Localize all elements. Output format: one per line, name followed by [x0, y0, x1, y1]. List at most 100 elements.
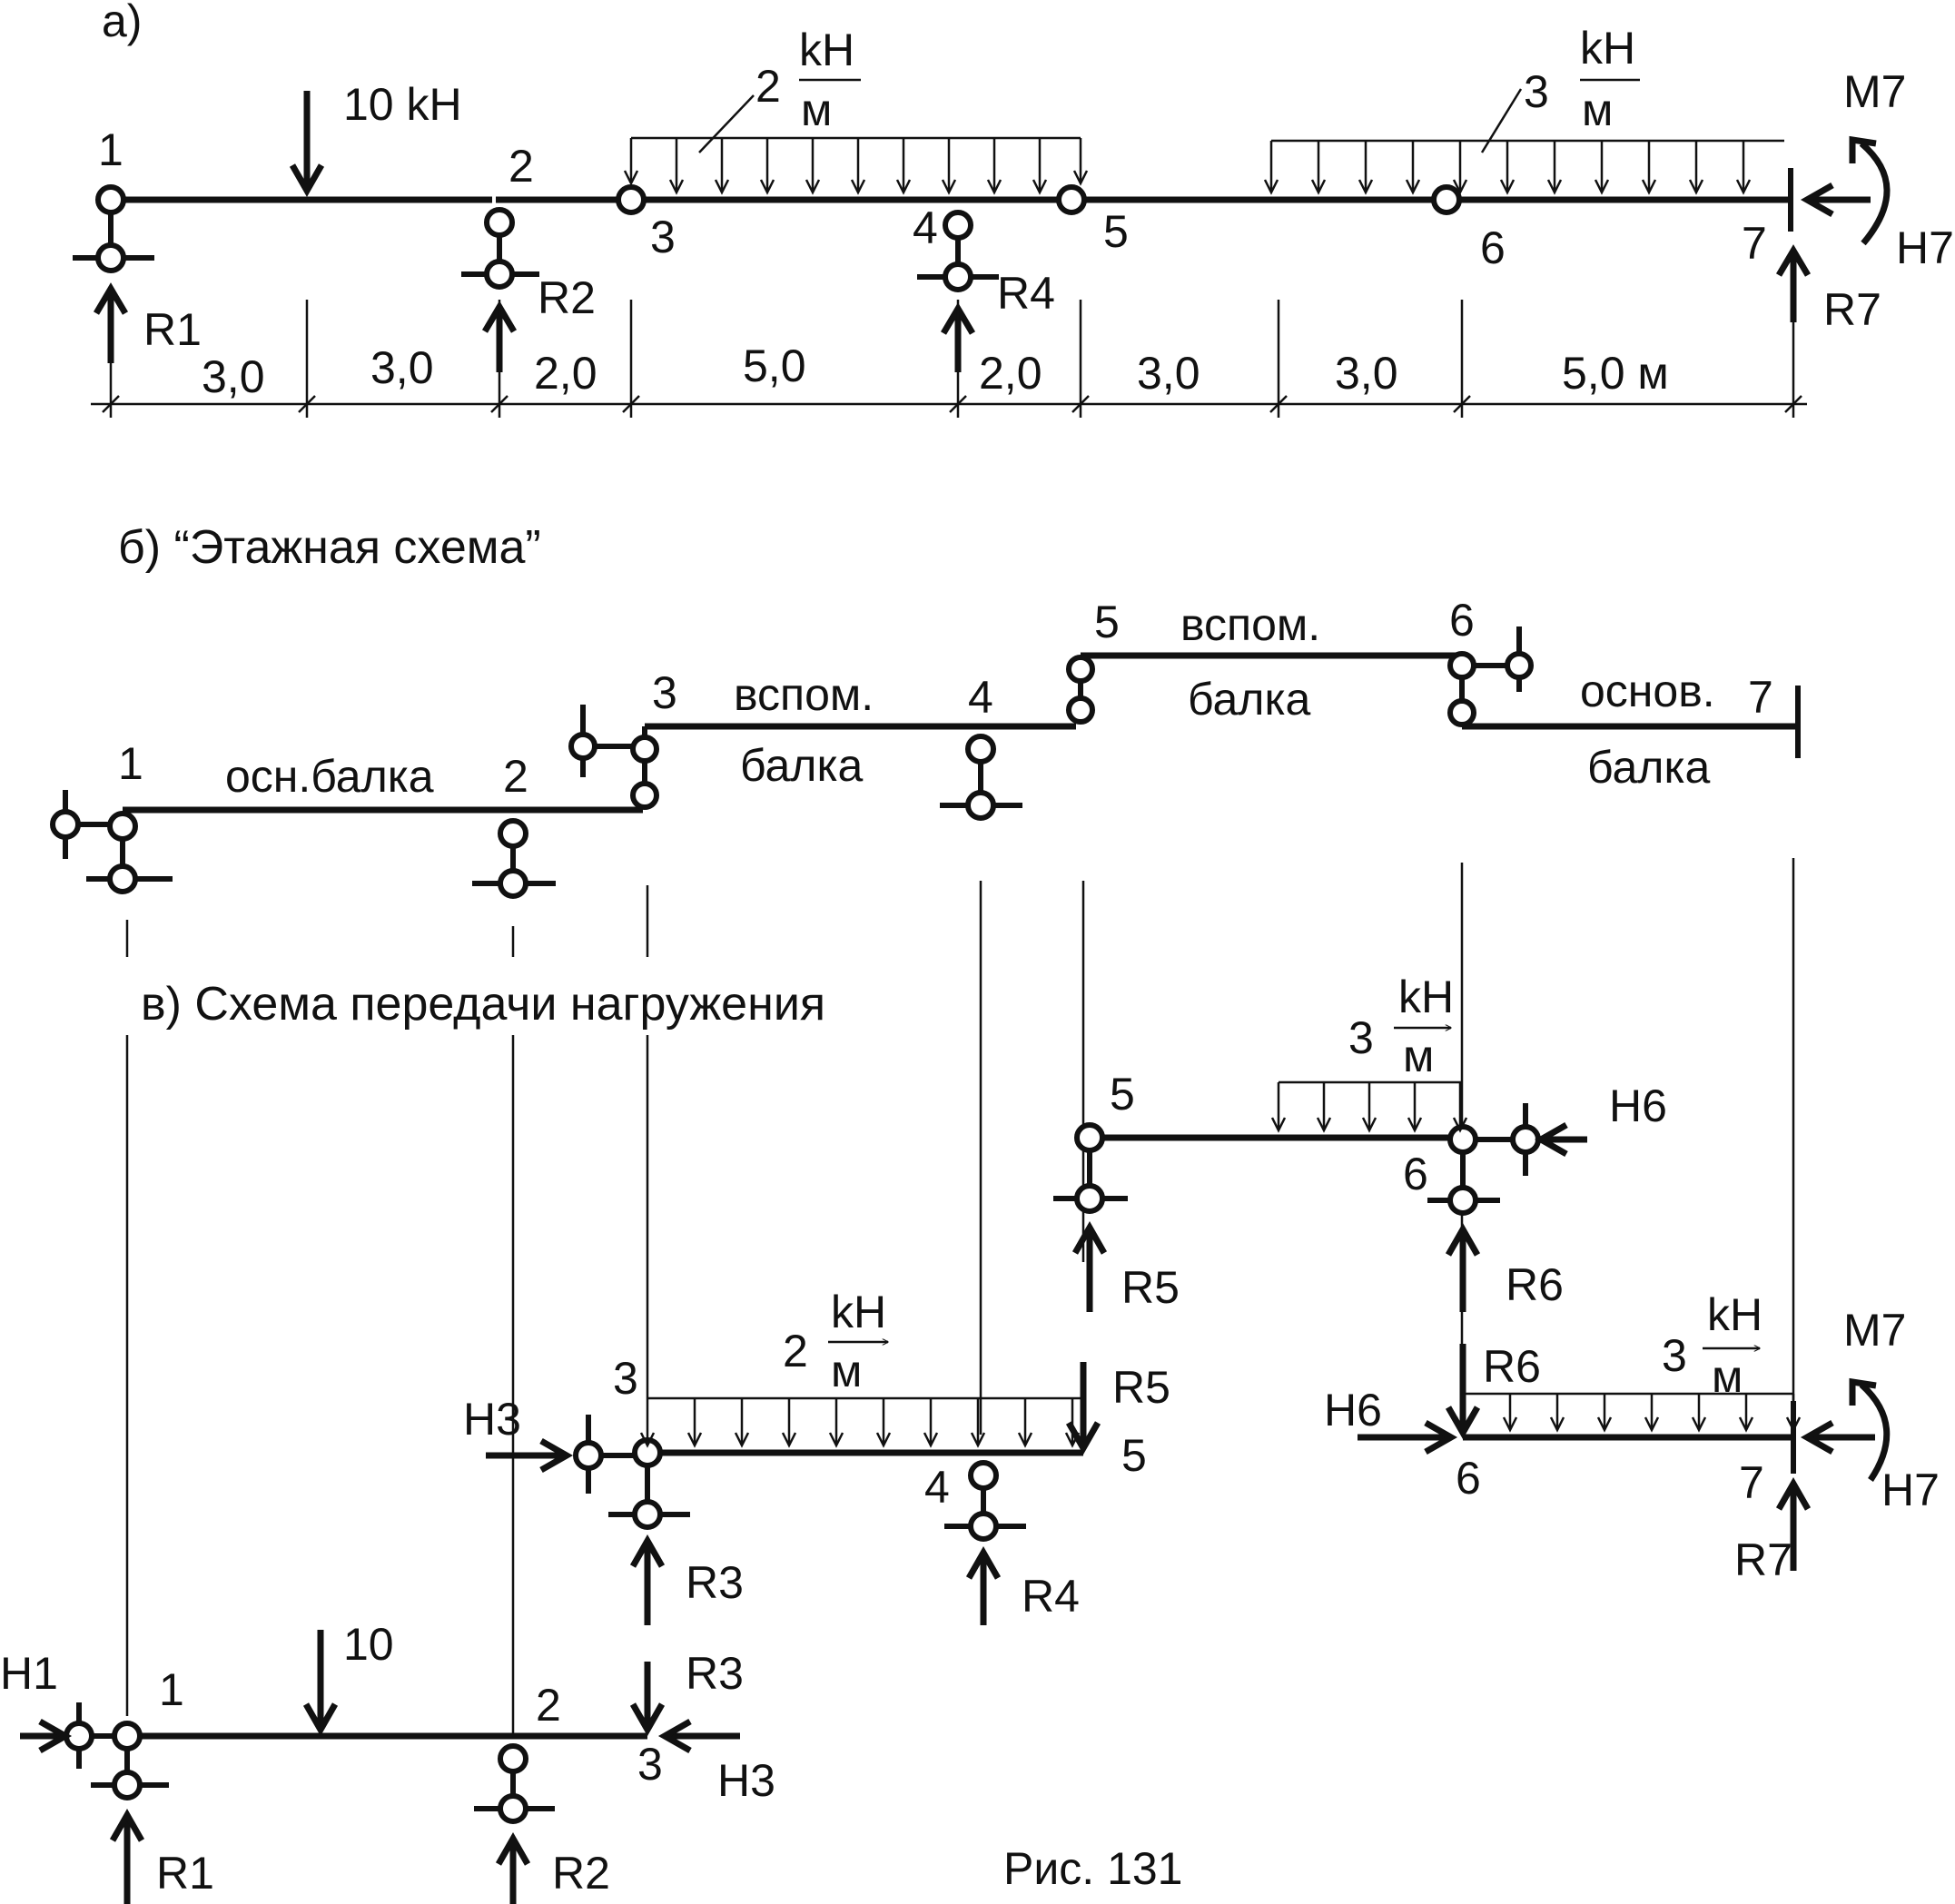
load-arrow-head	[986, 179, 1002, 195]
load-arrow-head	[734, 1432, 750, 1448]
load-q3-value: 3	[1524, 66, 1549, 117]
dim-4: 5,0	[743, 340, 806, 391]
floor-hinge-1	[107, 811, 138, 842]
load-arrow-head	[923, 1432, 939, 1448]
load-q3-d-value: 3	[1662, 1330, 1687, 1381]
reaction-label-m7: M7	[1843, 66, 1906, 117]
transfer-node-7-middle: 7	[1739, 1457, 1764, 1508]
transfer-hinge-6	[1447, 1124, 1478, 1155]
transfer-support-5	[1053, 1150, 1128, 1214]
transfer-node-5-top: 5	[1110, 1069, 1135, 1120]
transfer-support-2	[474, 1743, 555, 1824]
part-c-label: в) Схема передачи нагружения	[141, 978, 825, 1031]
load-arrow-head	[1502, 1416, 1518, 1433]
reaction-arrow-r7-middle	[1775, 1476, 1812, 1571]
dimension-tick	[1453, 395, 1471, 413]
reaction-arrow-r6-up	[1445, 1222, 1481, 1312]
reaction-label-m7-middle: M7	[1843, 1305, 1906, 1356]
reaction-arrow-r3-down	[629, 1662, 666, 1737]
reaction-label-h6-top: H6	[1609, 1080, 1667, 1131]
dimension-tick	[490, 395, 508, 413]
force-10kn-label: 10 kH	[343, 79, 462, 130]
dimension-tick	[1071, 395, 1090, 413]
floor-node-1: 1	[118, 738, 143, 789]
load-arrow-head	[781, 1432, 797, 1448]
reaction-label-r2: R2	[538, 272, 596, 323]
reaction-label-r7: R7	[1823, 284, 1881, 335]
load-arrow-head	[1785, 1416, 1802, 1433]
reaction-label-h3-bottom: H3	[717, 1755, 775, 1806]
reaction-label-r6-down: R6	[1483, 1341, 1541, 1392]
force-10-label: 10	[343, 1619, 394, 1670]
load-arrow-head	[1358, 179, 1374, 195]
hinge-6	[1431, 184, 1462, 215]
figure-caption: Рис. 131	[1003, 1843, 1183, 1894]
floor-support-3-horizontal	[568, 705, 633, 777]
load-q3-c-unit-den: м	[1403, 1031, 1434, 1081]
reaction-label-r3-down: R3	[686, 1648, 744, 1699]
transfer-support-3-horizontal	[573, 1415, 635, 1494]
floor-support-1-vertical	[86, 839, 173, 894]
dimension-tick	[949, 395, 967, 413]
dimension-tick	[622, 395, 640, 413]
load-arrow-head	[1735, 179, 1752, 195]
reaction-label-h3-middle: H3	[463, 1394, 521, 1445]
reaction-label-r2-bottom: R2	[552, 1848, 610, 1899]
distributed-load-arrows-3-5-c	[639, 1398, 1081, 1448]
reaction-label-h7: H7	[1896, 222, 1954, 273]
transfer-node-3-bottom: 3	[637, 1739, 663, 1790]
reaction-label-r3-up: R3	[686, 1557, 744, 1608]
transfer-support-1-vertical	[91, 1749, 169, 1800]
floor-beam-label-3-top: вспом.	[1180, 599, 1320, 650]
load-q3-c-value: 3	[1348, 1012, 1374, 1063]
reaction-label-r5-up: R5	[1121, 1262, 1180, 1313]
floor-node-7: 7	[1748, 672, 1773, 723]
reaction-arrow-r2-bottom	[495, 1831, 531, 1904]
load-arrow-head	[1641, 179, 1657, 195]
distributed-load-arrows-5-7	[1263, 141, 1752, 195]
floor-beam-label-4-bottom: балка	[1587, 742, 1710, 793]
node-label-1: 1	[98, 124, 123, 175]
load-arrow-head	[1499, 179, 1516, 195]
dimension-tick	[1784, 395, 1802, 413]
reaction-arrow-h7-middle	[1800, 1419, 1875, 1455]
load-arrow-head	[1691, 1416, 1707, 1433]
point-force-10	[302, 1630, 339, 1737]
load-arrow-head	[970, 1432, 986, 1448]
load-q2-unit-num: kH	[799, 25, 854, 75]
floor-beam-label-2-bottom: балка	[740, 740, 863, 791]
moment-m7	[1849, 135, 1891, 246]
load-arrow-head	[1596, 1416, 1613, 1433]
load-q2-c-value: 2	[783, 1326, 808, 1376]
transfer-node-4-middle: 4	[924, 1462, 950, 1513]
distributed-load-arrows-6-7	[1455, 1394, 1802, 1433]
hinge-5	[1056, 184, 1087, 215]
load-arrow-head	[850, 179, 866, 195]
reaction-label-r1-bottom: R1	[156, 1848, 214, 1899]
floor-beam-label-1: осн.балка	[225, 751, 434, 802]
node-label-4: 4	[913, 202, 938, 253]
part-c-load-transfer-scheme: в) Схема передачи нагружения	[0, 962, 1940, 1904]
support-1	[73, 212, 154, 273]
dimension-tick	[1269, 395, 1288, 413]
load-arrow-head	[1594, 179, 1610, 195]
reaction-arrow-h6-top	[1534, 1121, 1587, 1158]
floor-support-6-horizontal	[1474, 626, 1534, 692]
floor-hinge-6-upper	[1447, 651, 1476, 680]
reaction-label-r4-up: R4	[1022, 1571, 1080, 1622]
reaction-label-h1: H1	[0, 1648, 58, 1699]
reaction-arrow-h7	[1800, 182, 1871, 218]
part-b-floor-scheme: б) “Этажная схема” 1 2 осн.балка	[50, 521, 1801, 962]
load-arrow-head	[1017, 1432, 1033, 1448]
floor-support-4	[940, 734, 1022, 821]
transfer-node-5-middle: 5	[1121, 1430, 1147, 1481]
transfer-support-3-vertical	[608, 1465, 690, 1530]
floor-node-3: 3	[652, 667, 677, 718]
floor-node-5: 5	[1094, 597, 1120, 647]
node-label-2: 2	[508, 141, 534, 192]
node-label-7: 7	[1742, 218, 1767, 269]
load-q3-unit-den: м	[1582, 84, 1613, 135]
load-arrow-head	[1738, 1416, 1754, 1433]
load-arrow-head	[1405, 179, 1421, 195]
load-q2-value: 2	[755, 61, 781, 112]
